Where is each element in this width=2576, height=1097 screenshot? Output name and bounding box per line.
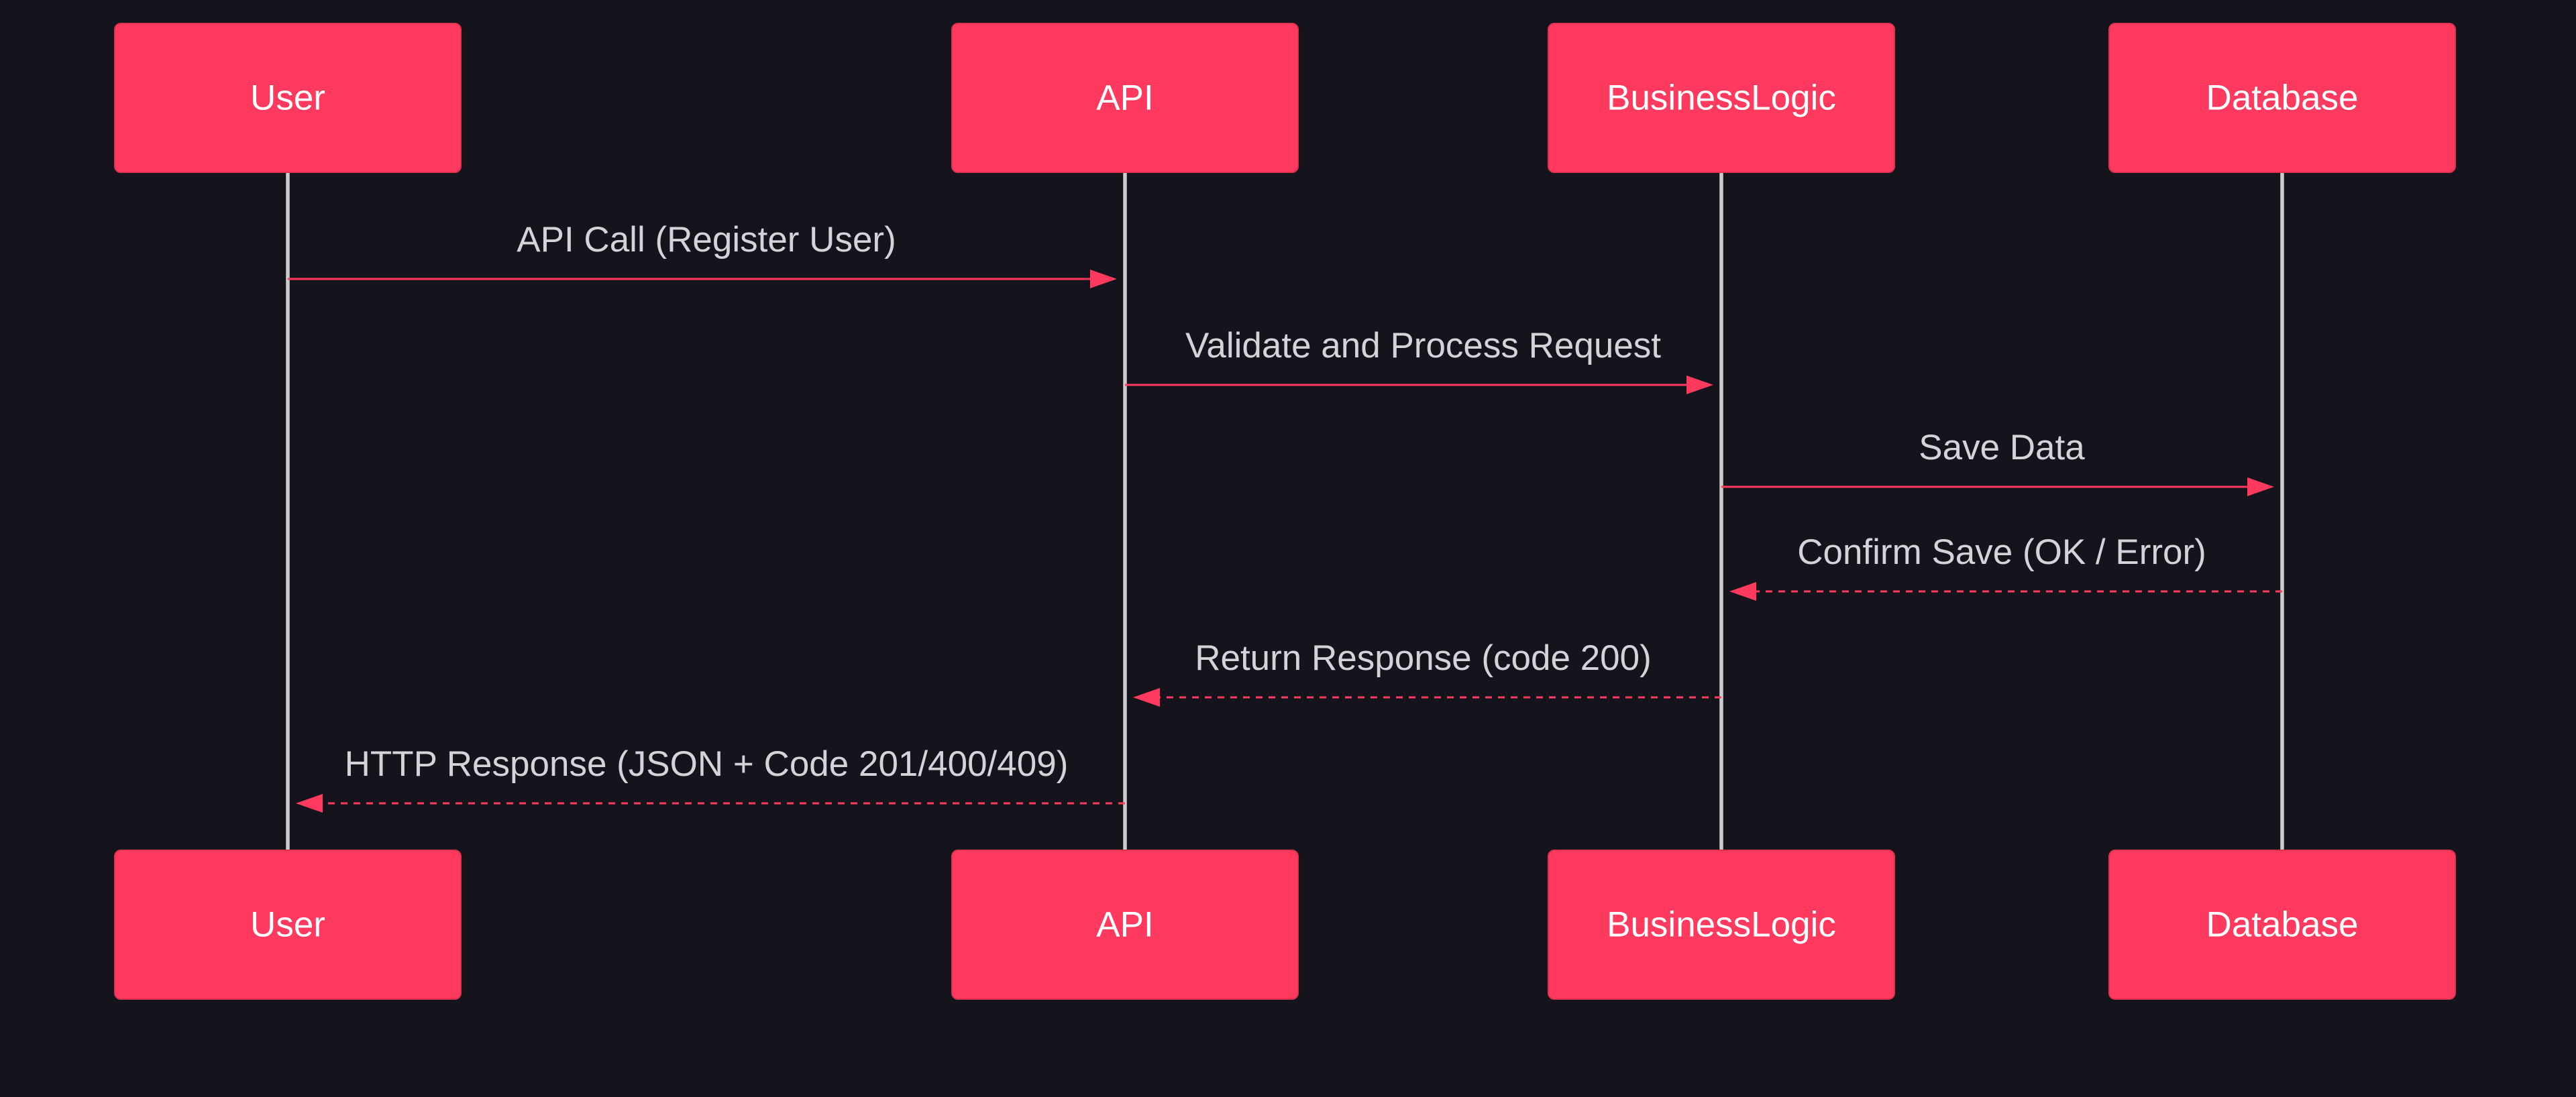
messages: API Call (Register User) Validate and Pro… — [288, 220, 2282, 813]
message-4: Confirm Save (OK / Error) — [1729, 532, 2282, 601]
actor-box — [1548, 850, 1895, 1000]
message-label: Validate and Process Request — [1185, 326, 1661, 365]
arrowhead-icon — [1729, 582, 1756, 601]
actor-label: BusinessLogic — [1607, 905, 1836, 945]
arrowhead-icon — [296, 794, 323, 813]
actor-box — [951, 23, 1299, 173]
actor-label: API — [1096, 78, 1153, 118]
actor-box — [2108, 23, 2456, 173]
message-label: HTTP Response (JSON + Code 201/400/409) — [345, 744, 1069, 784]
message-2: Validate and Process Request — [1125, 326, 1713, 394]
lifelines — [286, 172, 2284, 850]
actor-box — [114, 23, 462, 173]
actor-label: User — [250, 905, 325, 945]
actor-label: User — [250, 78, 325, 118]
actor-db-bottom: Database — [2108, 850, 2456, 1000]
arrowhead-icon — [1686, 376, 1713, 394]
actor-box — [2108, 850, 2456, 1000]
actor-user-top: User — [114, 23, 462, 173]
actors-top: User API BusinessLogic Database — [114, 23, 2456, 173]
actor-user-bottom: User — [114, 850, 462, 1000]
message-label: Return Response (code 200) — [1195, 638, 1652, 678]
actor-label: API — [1096, 905, 1153, 945]
actor-label: BusinessLogic — [1607, 78, 1836, 118]
actor-logic-top: BusinessLogic — [1548, 23, 1895, 173]
actor-label: Database — [2206, 78, 2359, 118]
message-label: Save Data — [1919, 428, 2085, 467]
arrowhead-icon — [1090, 270, 1117, 288]
arrowhead-icon — [1133, 688, 1160, 707]
arrowhead-icon — [2247, 477, 2274, 496]
message-1: API Call (Register User) — [288, 220, 1117, 288]
actor-api-top: API — [951, 23, 1299, 173]
actor-box — [1548, 23, 1895, 173]
actors-bottom: User API BusinessLogic Database — [114, 850, 2456, 1000]
actor-box — [951, 850, 1299, 1000]
actor-logic-bottom: BusinessLogic — [1548, 850, 1895, 1000]
actor-box — [114, 850, 462, 1000]
actor-api-bottom: API — [951, 850, 1299, 1000]
actor-db-top: Database — [2108, 23, 2456, 173]
message-label: API Call (Register User) — [517, 220, 896, 259]
message-5: Return Response (code 200) — [1133, 638, 1721, 707]
message-6: HTTP Response (JSON + Code 201/400/409) — [296, 744, 1125, 813]
message-3: Save Data — [1721, 428, 2274, 496]
message-label: Confirm Save (OK / Error) — [1797, 532, 2206, 572]
actor-label: Database — [2206, 905, 2359, 945]
